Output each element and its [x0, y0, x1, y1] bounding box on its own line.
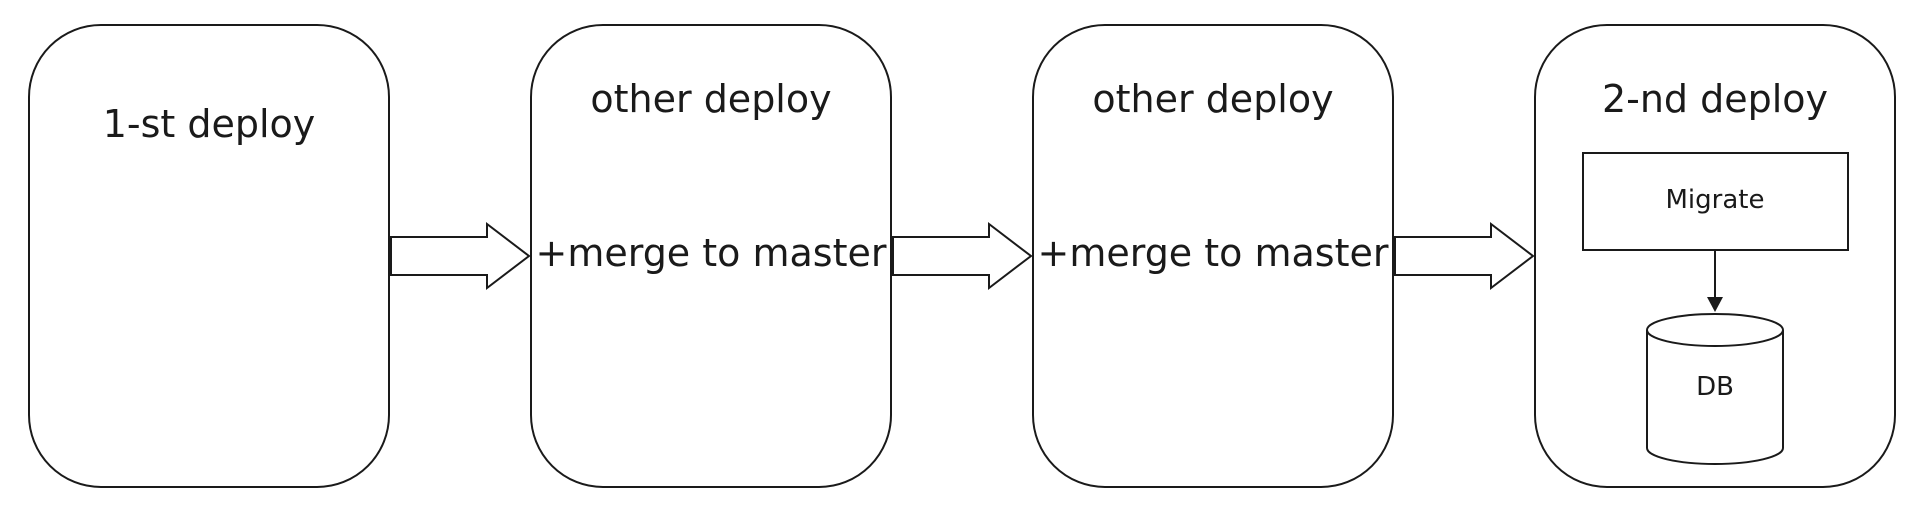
stage-1-box: [28, 24, 390, 488]
db-cylinder-body: [1646, 330, 1784, 465]
stage-other-deploy-2: other deploy +merge to master: [1032, 24, 1394, 488]
flow-arrow-2: [892, 221, 1033, 291]
migrate-box: [1582, 152, 1849, 251]
stage-2-box: [530, 24, 892, 488]
stage-other-deploy-1: other deploy +merge to master: [530, 24, 892, 488]
db-cylinder-icon: [1646, 313, 1784, 465]
db-label: DB: [1696, 372, 1734, 402]
stage-4-title: 2-nd deploy: [1602, 77, 1828, 121]
stage-2-title: other deploy: [590, 77, 831, 121]
stage-3-box: [1032, 24, 1394, 488]
stage-3-body: +merge to master: [1038, 231, 1389, 275]
stage-2-body: +merge to master: [536, 231, 887, 275]
stage-1st-deploy: 1-st deploy: [28, 24, 390, 488]
migrate-to-db-arrowhead: [1707, 297, 1723, 312]
stage-2nd-deploy: 2-nd deploy Migrate DB: [1534, 24, 1896, 488]
stage-3-title: other deploy: [1092, 77, 1333, 121]
db-cylinder-top: [1646, 313, 1784, 347]
migrate-label: Migrate: [1666, 185, 1765, 215]
flow-arrow-1: [390, 221, 531, 291]
stage-1-title: 1-st deploy: [103, 102, 316, 146]
flow-arrow-3: [1394, 221, 1535, 291]
